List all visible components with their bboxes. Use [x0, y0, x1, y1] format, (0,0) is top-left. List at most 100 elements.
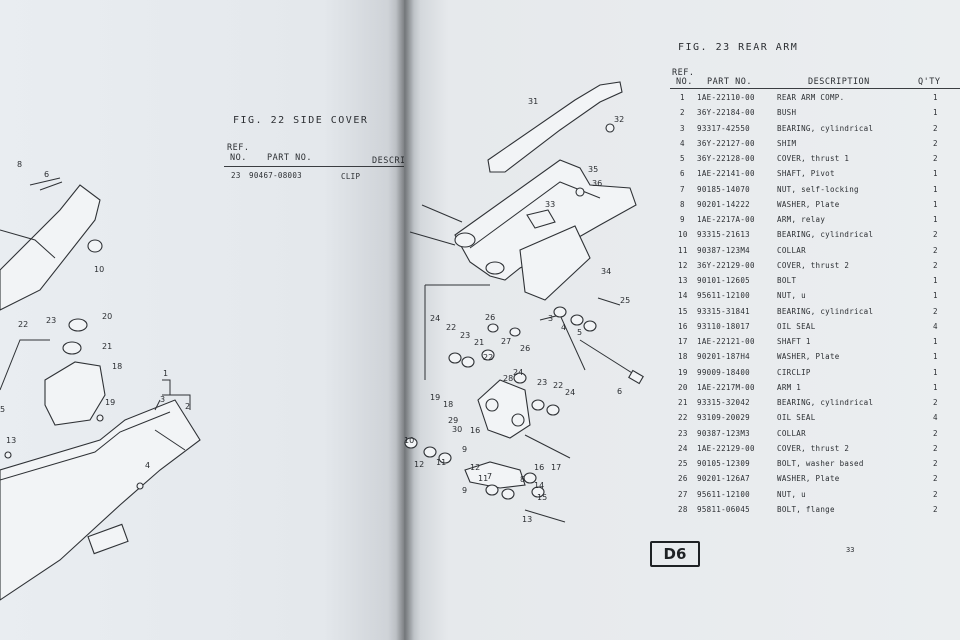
bolt-36 — [575, 187, 585, 197]
parts-row-qty: 1 — [933, 199, 938, 209]
cover-emblem — [87, 523, 129, 555]
callout: 9 — [462, 445, 467, 454]
book-gutter — [396, 0, 414, 640]
bearing — [531, 486, 545, 498]
bracket-lines — [154, 379, 191, 411]
parts-row-part: 93315-31841 — [697, 306, 750, 316]
callout: 6 — [44, 170, 49, 179]
right-page — [404, 0, 960, 640]
parts-row-ref: 25 — [678, 459, 688, 468]
callout: 5 — [577, 328, 582, 337]
callout: 8 — [17, 160, 22, 169]
parts-row-ref: 23 — [678, 428, 688, 438]
parts-row-desc: BOLT — [777, 276, 797, 285]
parts-row-qty: 2 — [933, 230, 938, 240]
right-header-qty: Q'TY — [918, 77, 941, 87]
parts-row-part: 93109-20029 — [697, 413, 750, 423]
shaft-end — [628, 369, 644, 385]
callout: 27 — [501, 337, 511, 346]
parts-row-ref: 22 — [678, 413, 688, 423]
callout: 12 — [470, 463, 480, 472]
left-header-ref1: REF. — [227, 143, 250, 153]
callout: 22 — [18, 320, 28, 329]
callout: 21 — [102, 342, 112, 351]
callout: 16 — [470, 426, 480, 435]
screw — [96, 414, 104, 422]
parts-row-ref: 27 — [678, 489, 688, 499]
parts-row-ref: 9 — [680, 215, 685, 224]
parts-row-desc: COVER, thrust 2 — [777, 260, 850, 270]
parts-row-part: 95811-06045 — [697, 504, 750, 514]
callout: 26 — [485, 313, 495, 322]
parts-row-part: 93315-21613 — [697, 230, 750, 240]
parts-row-ref: 20 — [678, 382, 688, 392]
parts-row-desc: COLLAR — [777, 245, 806, 255]
parts-row-ref: 26 — [678, 474, 688, 484]
parts-row-part: 95611-12100 — [697, 489, 750, 499]
parts-row-ref: 4 — [680, 138, 685, 148]
parts-row-part: 90387-123M4 — [697, 245, 750, 255]
callout: 10 — [404, 436, 414, 445]
right-header-ref2: NO. — [676, 77, 693, 87]
swing-arm-edge — [469, 181, 601, 249]
collar — [481, 349, 495, 361]
tank-cap-20 — [68, 318, 88, 332]
callout: 6 — [617, 387, 622, 396]
parts-row-desc: SHAFT 1 — [777, 337, 811, 346]
arm-1 — [464, 461, 526, 489]
parts-row-part: 99009-18400 — [697, 367, 750, 377]
right-header-rule — [670, 88, 960, 89]
callout: 17 — [551, 463, 561, 472]
pivot-shaft — [409, 231, 456, 246]
side-cover-panel — [0, 399, 201, 601]
parts-row-qty: 1 — [933, 108, 938, 118]
parts-row-part: 90105-12309 — [697, 459, 750, 468]
parts-row-ref: 18 — [678, 352, 688, 362]
parts-row-desc: NUT, u — [777, 489, 806, 499]
callout: 23 — [537, 378, 547, 387]
callout: 8 — [520, 475, 525, 484]
callout: 33 — [545, 200, 555, 209]
callout: 28 — [503, 374, 513, 383]
section-badge: D6 — [650, 541, 700, 567]
callout: 18 — [112, 362, 122, 371]
parts-row-ref: 13 — [678, 276, 688, 285]
callout: 3 — [548, 314, 553, 323]
parts-row-ref: 17 — [678, 337, 688, 346]
parts-row-desc: REAR ARM COMP. — [777, 93, 845, 102]
parts-row-qty: 2 — [933, 428, 938, 438]
callout: 24 — [565, 388, 575, 397]
parts-row-qty: 2 — [933, 123, 938, 133]
parts-row-desc: BEARING, cylindrical — [777, 398, 874, 407]
callout: 1 — [163, 369, 168, 378]
parts-row-qty: 1 — [933, 337, 938, 346]
parts-row-part: 90101-12605 — [697, 276, 750, 285]
collar — [546, 404, 560, 416]
parts-row-part: 93110-18017 — [697, 321, 750, 331]
parts-row-qty: 2 — [933, 489, 938, 499]
parts-row-part: 93315-32042 — [697, 398, 750, 407]
parts-row-qty: 2 — [933, 474, 938, 484]
callout: 31 — [528, 97, 538, 106]
hose — [0, 339, 50, 391]
bolt-13 — [524, 509, 566, 523]
bearing — [553, 306, 567, 318]
parts-row-part: 36Y-22184-00 — [697, 108, 755, 118]
parts-row-part: 1AE-22129-00 — [697, 443, 755, 453]
parts-row-ref: 5 — [680, 154, 685, 163]
cover-thrust — [583, 320, 597, 332]
callout: 5 — [0, 405, 5, 414]
callout: 21 — [474, 338, 484, 347]
parts-row-qty: 2 — [933, 504, 938, 514]
parts-row-part: 1AE-22121-00 — [697, 337, 755, 346]
parts-row-qty: 1 — [933, 276, 938, 285]
right-header-desc: DESCRIPTION — [808, 77, 870, 87]
parts-row-qty: 2 — [933, 260, 938, 270]
panel-inner-line — [0, 411, 171, 481]
chain-guard — [487, 81, 623, 173]
parts-row-ref: 12 — [678, 260, 688, 270]
washer — [487, 323, 499, 333]
parts-row-qty: 1 — [933, 215, 938, 224]
parts-row-desc: COVER, thrust 2 — [777, 443, 850, 453]
